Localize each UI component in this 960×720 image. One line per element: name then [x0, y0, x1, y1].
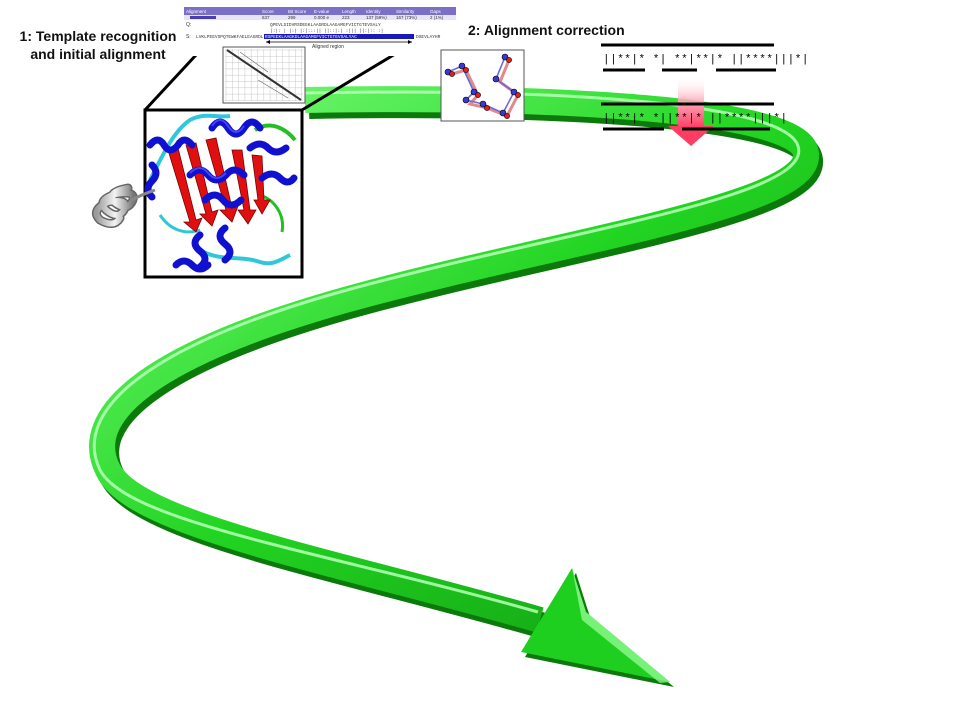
step-2-title: Alignment correction — [483, 22, 625, 38]
blast-value-cell: 0.000 e — [314, 15, 330, 20]
svg-text:DSEVLAYHR: DSEVLAYHR — [416, 34, 441, 40]
blast-header-cell: Score — [262, 9, 274, 14]
svg-text:RSPEEKLAAGKDLAAGAMGFVICTGTEVSA: RSPEEKLAAGKDLAAGAMGFVICTGTEVSALYAC — [265, 34, 357, 40]
helix-fragment-icon — [91, 183, 156, 228]
ca-trace-icon — [440, 49, 525, 122]
before-alignment-pattern: ||**|* *| **|**|* ||****|||*| — [603, 54, 809, 66]
after-alignment-pattern: ||**|* *||**|* ||****|||*| — [603, 113, 788, 125]
blast-header-cell: E-value — [314, 9, 330, 14]
blast-header-cell: Bit Score — [288, 9, 307, 14]
blast-value-cell: 137 (59%) — [366, 15, 387, 20]
step-1-subtitle: and initial alignment — [30, 46, 166, 62]
step-1-number: 1: — [19, 28, 32, 44]
blast-query-label: Q: — [186, 22, 191, 28]
blast-header-cell: Similarity — [396, 9, 415, 14]
dotplot-icon — [222, 46, 306, 104]
aligned-region-label: Aligned region — [312, 44, 344, 50]
blast-header-cell: Length — [342, 9, 356, 14]
down-arrow-icon — [668, 76, 714, 146]
svg-text:|:|: | |:| |:|:::|| ||::|:| :|: |:|: | |:| |:|:::|| ||::|:| :||| ||:|:: … — [270, 28, 383, 34]
blast-value-cell: 299 — [288, 15, 296, 20]
blast-value-cell: 2 (1%) — [430, 15, 444, 20]
blast-alignment-panel: Q: QPEVLSIDVRSDEEKLAAGRDLAAGAMGFVICTGTEV… — [180, 6, 458, 56]
blast-value-cell: 637 — [262, 15, 270, 20]
svg-text:QPEVLSIDVRSDEEKLAAGRDLAAGAMGFV: QPEVLSIDVRSDEEKLAAGRDLAAGAMGFVICTGTEVSAL… — [270, 22, 381, 28]
step-2-label: 2: Alignment correction — [468, 21, 625, 39]
svg-text:LVKLPEEVSPQTEWKFAELEAGRDL: LVKLPEEVSPQTEWKFAELEAGRDL — [196, 34, 264, 40]
blast-value-cell: 167 (73%) — [396, 15, 417, 20]
blast-value-cell: 223 — [342, 15, 350, 20]
blast-header-cell: Identity — [366, 9, 381, 14]
protein-structure-icon — [143, 108, 304, 279]
blast-header-cell: Alignment — [186, 9, 207, 14]
blast-subject-label: S: — [186, 34, 191, 40]
pipeline-arrow — [89, 86, 823, 687]
alignment-correction: ||**|* *| **|**|* ||****|||*| ||**|* *||… — [601, 43, 809, 146]
step-2-number: 2: — [468, 22, 481, 38]
step-1-title: Template recognition — [35, 28, 177, 44]
blast-header-cell: Gaps — [430, 9, 442, 14]
step-1-label: 1: Template recognition and initial alig… — [4, 27, 192, 63]
